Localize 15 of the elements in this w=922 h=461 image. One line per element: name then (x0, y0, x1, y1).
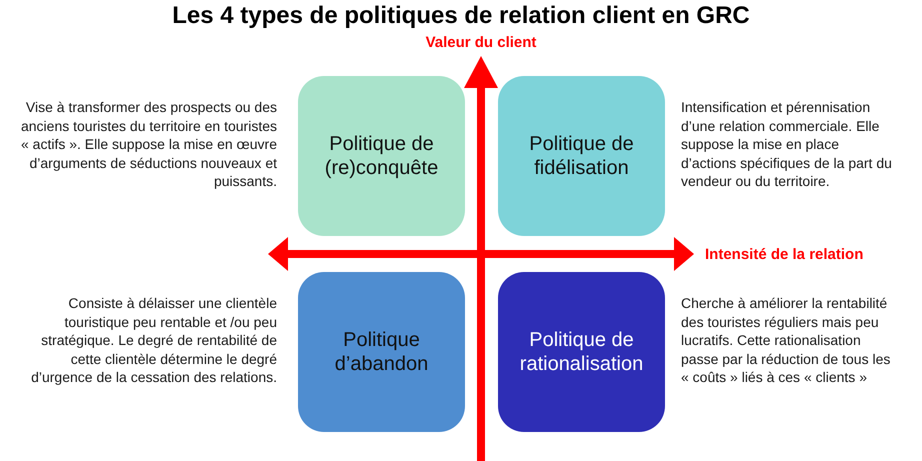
description-text: Vise à transformer des prospects ou des anciens touristes du territoire en touristes « actifs ». Elle suppose la mise en œuvre d’arguments de séductions nouveaux et puissants. (20, 98, 277, 190)
quadrant-title: Politique d’abandon (334, 328, 430, 376)
description-text: Cherche à améliorer la rentabilité des touristes réguliers mais peu lucratifs. Cette rationalisation passe par la réduction de tous les « coûts » liés à ces « clients » (681, 294, 892, 386)
quadrant-title: Politique de (re)conquête (324, 132, 440, 180)
quadrant-box (498, 272, 665, 432)
quadrant-title: Politique de fidélisation (528, 132, 635, 180)
quadrant-box (498, 76, 665, 236)
quadrant-box (298, 272, 465, 432)
quadrant-title: Politique de rationalisation (518, 328, 644, 376)
description-text: Consiste à délaisser une clientèle touristique peu rentable et /ou peu stratégique. Le degré de rentabilité de cette clientèle détermine le degré d’urgence de la cessation des relations. (30, 294, 277, 386)
diagram-title: Les 4 types de politiques de relation client en GRC (172, 2, 750, 30)
horizontal-axis-label: Intensité de la relation (705, 246, 864, 264)
description-text: Intensification et pérennisation d’une relation commerciale. Elle suppose la mise en place d’actions spécifiques de la part du vendeur ou du territoire. (681, 98, 893, 190)
vertical-axis-label: Valeur du client (426, 34, 536, 52)
quadrant-box (298, 76, 465, 236)
